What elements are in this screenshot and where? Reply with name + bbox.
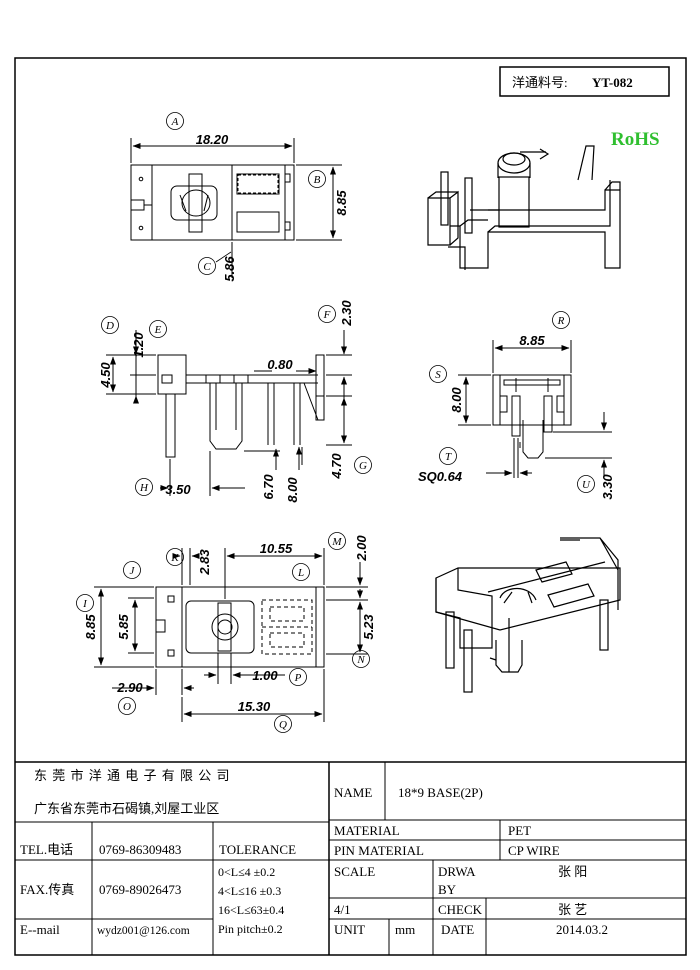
dim-sq0-64: SQ0.64 <box>418 469 463 484</box>
front-view: R S T U 8.85 8.00 SQ0.64 3.30 <box>418 311 615 500</box>
tolerance-row-2: 4<L≤16 ±0.3 <box>218 884 281 898</box>
name-value: 18*9 BASE(2P) <box>398 785 483 800</box>
label-a: A <box>171 116 179 128</box>
rohs-mark: RoHS <box>611 129 660 150</box>
dim-4-50: 4.50 <box>98 362 113 389</box>
scale-value: 4/1 <box>334 902 351 917</box>
dim-10-55: 10.55 <box>260 541 293 556</box>
label-c: C <box>203 261 211 273</box>
bottom-view: I J K L M N O P Q 8.85 5.85 2.83 10.55 2… <box>76 532 376 733</box>
dim-8-85-top: 8.85 <box>334 190 349 216</box>
label-g: G <box>359 460 367 472</box>
dim-4-70: 4.70 <box>329 453 344 480</box>
label-t: T <box>445 451 452 463</box>
material-value: PET <box>508 823 531 838</box>
top-view: A B C 18.20 8.85 5.86 <box>130 112 349 282</box>
label-r: R <box>557 315 565 327</box>
label-m: M <box>331 536 342 548</box>
tolerance-row-3: 16<L≤63±0.4 <box>218 903 284 917</box>
pin-material-label: PIN MATERIAL <box>334 843 424 858</box>
dim-15-30: 15.30 <box>238 699 271 714</box>
label-d: D <box>105 320 114 332</box>
part-number-box: 洋通料号: YT-082 <box>499 66 670 97</box>
dim-6-70: 6.70 <box>261 474 276 500</box>
tel-label: TEL.电话 <box>20 842 73 857</box>
label-b: B <box>314 174 321 186</box>
dim-1-20: 1.20 <box>131 332 146 358</box>
tel-value: 0769-86309483 <box>99 842 181 857</box>
company-name: 东 莞 市 洋 通 电 子 有 限 公 司 <box>34 768 231 783</box>
unit-label: UNIT <box>334 922 365 937</box>
dim-2-00: 2.00 <box>354 535 369 562</box>
drwa-label-2: BY <box>438 882 457 897</box>
label-h: H <box>139 482 149 494</box>
dim-8-85-front: 8.85 <box>519 333 545 348</box>
company-address: 广东省东莞市石碣镇,刘屋工业区 <box>34 801 219 816</box>
email-value: wydz001@126.com <box>97 925 190 937</box>
label-u: U <box>582 479 591 491</box>
label-p: P <box>294 672 302 684</box>
dim-3-30: 3.30 <box>600 474 615 500</box>
dim-2-30: 2.30 <box>339 300 354 327</box>
date-label: DATE <box>441 922 474 937</box>
drwa-value: 张 阳 <box>558 864 587 879</box>
label-q: Q <box>279 719 287 731</box>
check-value: 张 艺 <box>558 902 587 917</box>
drwa-label-1: DRWA <box>438 864 476 879</box>
pin-material-value: CP WIRE <box>508 843 560 858</box>
dim-1-00: 1.00 <box>252 668 278 683</box>
tolerance-label: TOLERANCE <box>219 842 296 857</box>
email-label: E--mail <box>20 922 60 937</box>
label-n: N <box>356 654 365 666</box>
dim-5-85: 5.85 <box>116 614 131 640</box>
date-value: 2014.03.2 <box>556 922 608 937</box>
sheet-border <box>14 57 687 956</box>
dim-2-90: 2.90 <box>116 680 143 695</box>
label-l: L <box>297 567 304 579</box>
fax-value: 0769-89026473 <box>99 882 181 897</box>
title-block: 东 莞 市 洋 通 电 子 有 限 公 司 广东省东莞市石碣镇,刘屋工业区 NA… <box>15 761 686 955</box>
label-e: E <box>154 324 162 336</box>
dim-8-00-side: 8.00 <box>285 477 300 503</box>
label-o: O <box>123 701 131 713</box>
iso-view-bottom <box>435 537 621 693</box>
dim-0-80: 0.80 <box>267 357 293 372</box>
dim-3-50: 3.50 <box>165 482 191 497</box>
dim-8-00-front: 8.00 <box>449 387 464 413</box>
part-number-value: YT-082 <box>592 75 633 90</box>
unit-value: mm <box>395 922 415 937</box>
tolerance-row-4: Pin pitch±0.2 <box>218 922 283 936</box>
side-view: D E F G H 1.20 4.50 2.30 0.80 4.70 3.50 … <box>98 300 372 503</box>
tolerance-row-1: 0<L≤4 ±0.2 <box>218 865 275 879</box>
dim-2-83: 2.83 <box>197 549 212 576</box>
material-label: MATERIAL <box>334 823 400 838</box>
label-j: J <box>130 565 136 577</box>
dim-5-23: 5.23 <box>361 614 376 640</box>
fax-label: FAX.传真 <box>20 882 74 897</box>
dim-18-20: 18.20 <box>196 132 229 147</box>
label-f: F <box>323 309 331 321</box>
scale-label: SCALE <box>334 864 375 879</box>
label-i: I <box>82 598 88 610</box>
dim-8-85-bottom: 8.85 <box>83 614 98 640</box>
label-s: S <box>435 369 441 381</box>
dim-5-86: 5.86 <box>222 256 237 282</box>
label-k: K <box>170 552 179 564</box>
name-label: NAME <box>334 785 372 800</box>
check-label: CHECK <box>438 902 483 917</box>
iso-view-top <box>427 145 621 270</box>
part-number-label: 洋通料号: <box>512 75 568 90</box>
